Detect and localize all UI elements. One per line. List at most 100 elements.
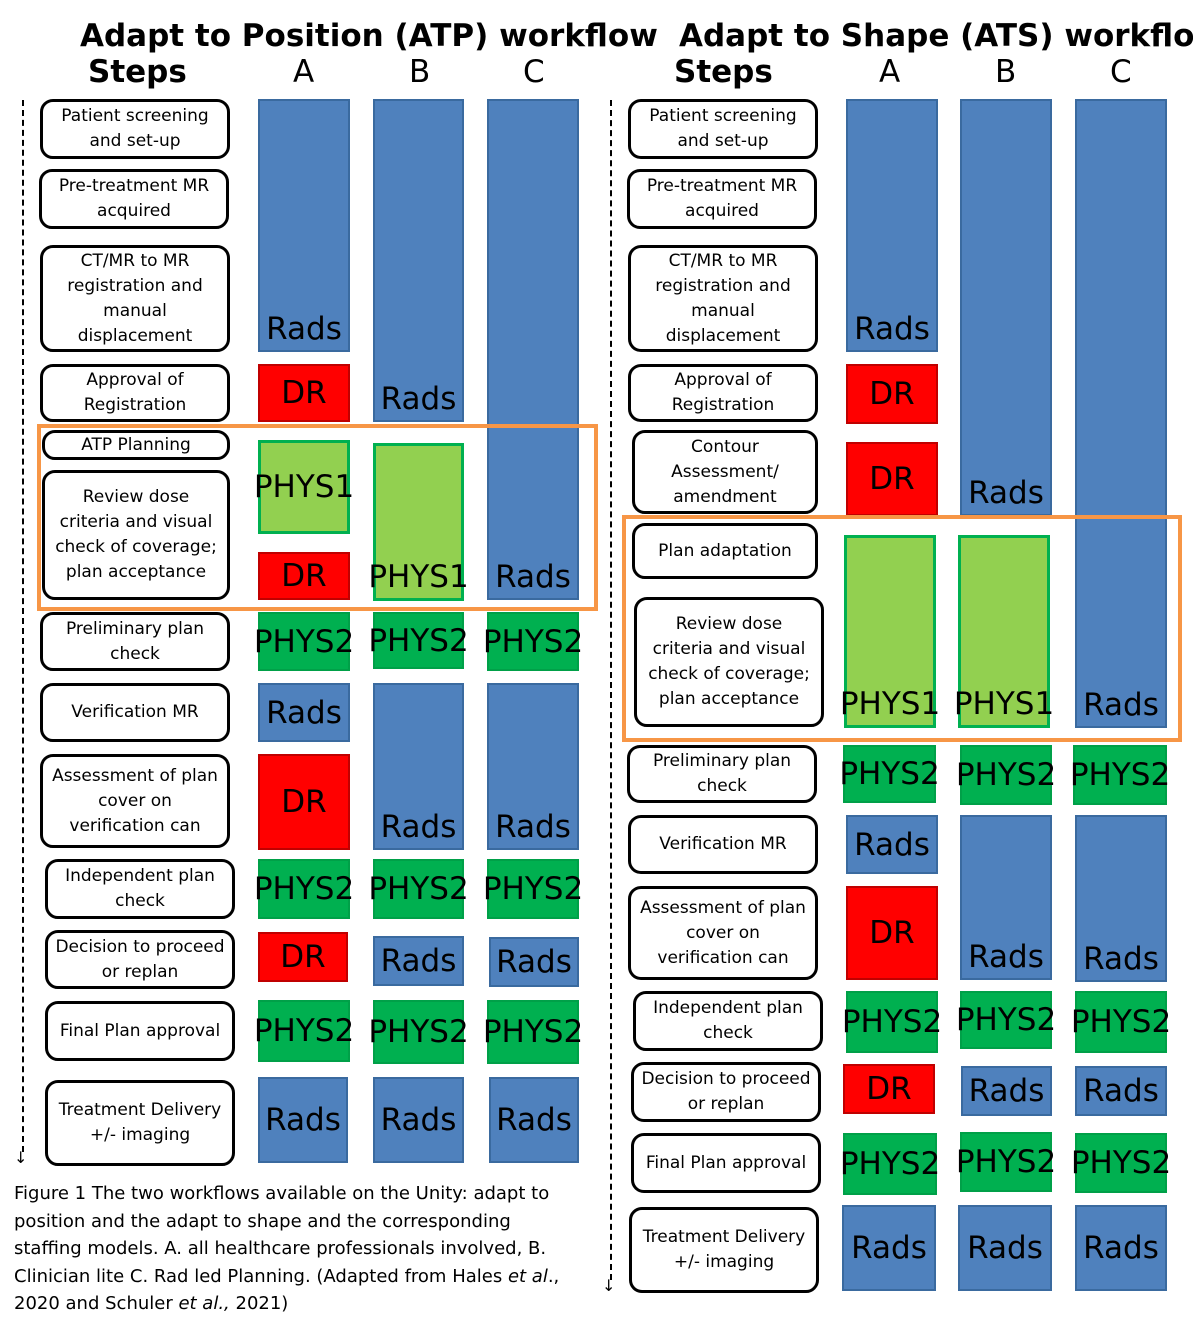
caption-text: Clinician lite C. Rad led Planning. (Ada… [14,1265,508,1287]
ats-step-preliminary-check: Preliminary plan check [627,745,817,803]
figure-caption: Figure 1 The two workflows available on … [14,1180,594,1318]
atp-step-verification-mr: Verification MR [40,683,230,742]
caption-et-al: et al [507,1265,548,1287]
ats-a-phys2-block: PHYS2 [842,991,942,1053]
ats-b-rads-block: Rads [958,1205,1052,1291]
atp-a-rads-block: Rads [258,683,350,742]
atp-a-phys2-block: PHYS2 [254,612,354,671]
atp-b-phys1-block: PHYS1 [368,443,469,601]
ats-step-independent-check: Independent plan check [633,991,823,1051]
caption-line: Clinician lite C. Rad led Planning. (Ada… [14,1263,594,1291]
atp-timeline-arrow [22,100,24,1152]
ats-timeline-arrow [610,100,612,1280]
caption-text: ., [547,1265,560,1287]
ats-step-verification-mr: Verification MR [628,815,818,874]
atp-steps-label: Steps [88,54,187,90]
ats-step-pretreatment-mr: Pre-treatment MR acquired [627,169,817,229]
atp-step-pretreatment-mr: Pre-treatment MR acquired [39,169,229,229]
ats-timeline-arrowhead: ↓ [602,1276,616,1295]
ats-b-phys2-block: PHYS2 [956,745,1056,805]
atp-c-rads-block: Rads [487,99,579,600]
ats-step-assessment-cover: Assessment of plan cover on verification… [628,886,818,980]
caption-line: staffing models. A. all healthcare profe… [14,1238,547,1259]
atp-c-phys2-block: PHYS2 [483,612,583,671]
ats-c-phys2-block: PHYS2 [1070,745,1170,805]
atp-col-b-header: B [409,54,431,90]
atp-step-registration: CT/MR to MR registration and manual disp… [40,245,230,352]
ats-step-registration: CT/MR to MR registration and manual disp… [628,245,818,352]
atp-a-dr-block: DR [258,552,350,600]
atp-step-atp-planning: ATP Planning [42,430,230,460]
ats-step-contour-assessment: Contour Assessment/ amendment [632,430,818,514]
atp-c-rads-block: Rads [489,1077,579,1163]
ats-b-phys2-block: PHYS2 [956,1132,1056,1192]
atp-a-rads-block: Rads [258,99,350,352]
ats-b-rads-block: Rads [960,815,1052,980]
atp-col-c-header: C [523,54,545,90]
ats-step-decision: Decision to proceed or replan [631,1062,821,1122]
atp-step-review-dose: Review dose criteria and visual check of… [42,470,230,600]
ats-a-phys2-block: PHYS2 [839,745,940,803]
ats-a-rads-block: Rads [846,99,938,352]
caption-text: 2021) [229,1293,289,1314]
atp-a-dr-block: DR [258,932,348,982]
ats-a-rads-block: Rads [846,815,938,874]
ats-c-rads-block: Rads [1075,99,1167,728]
atp-a-rads-block: Rads [258,1077,348,1163]
ats-planning-highlight [622,515,1182,742]
atp-b-rads-block: Rads [373,1077,464,1163]
ats-step-plan-adaptation: Plan adaptation [632,523,818,579]
atp-step-patient-screening: Patient screening and set-up [40,99,230,159]
atp-c-rads-block: Rads [487,683,579,850]
atp-b-rads-block: Rads [373,936,464,986]
ats-a-dr-block: DR [843,1064,935,1114]
atp-a-dr-block: DR [258,754,350,850]
atp-a-dr-block: DR [258,364,350,422]
ats-col-b-header: B [995,54,1017,90]
atp-a-phys2-block: PHYS2 [254,859,354,919]
atp-a-phys2-block: PHYS2 [254,1000,354,1062]
caption-line: position and the adapt to shape and the … [14,1210,511,1232]
atp-step-decision: Decision to proceed or replan [45,930,235,989]
atp-b-phys2-block: PHYS2 [368,1000,469,1064]
ats-c-rads-block: Rads [1075,815,1167,982]
atp-b-rads-block: Rads [373,99,464,422]
atp-b-phys2-block: PHYS2 [368,612,469,669]
atp-step-final-approval: Final Plan approval [45,1001,235,1061]
atp-c-rads-block: Rads [489,937,579,987]
ats-c-rads-block: Rads [1075,1066,1167,1116]
ats-a-rads-block: Rads [842,1205,936,1291]
atp-b-phys2-block: PHYS2 [368,859,469,919]
ats-col-c-header: C [1110,54,1132,90]
atp-c-phys2-block: PHYS2 [483,1000,583,1064]
ats-col-a-header: A [879,54,901,90]
caption-et-al: et al., [178,1293,230,1314]
ats-b-rads-block: Rads [961,1066,1052,1116]
ats-b-phys2-block: PHYS2 [956,991,1056,1049]
atp-step-preliminary-check: Preliminary plan check [40,612,230,671]
ats-a-phys1-block: PHYS1 [840,535,940,728]
atp-title: Adapt to Position (ATP) workflow [80,18,658,54]
ats-c-rads-block: Rads [1075,1205,1167,1291]
atp-b-rads-block: Rads [373,683,464,850]
ats-step-final-approval: Final Plan approval [631,1133,821,1193]
caption-line: 2020 and Schuler et al., 2021) [14,1290,594,1318]
caption-line: Figure 1 The two workflows available on … [14,1183,550,1204]
atp-step-treatment-delivery: Treatment Delivery +/- imaging [45,1080,235,1166]
atp-step-assessment-cover: Assessment of plan cover on verification… [40,754,230,848]
ats-a-phys2-block: PHYS2 [840,1133,940,1195]
atp-step-independent-check: Independent plan check [45,859,235,919]
ats-b-rads-block: Rads [960,99,1052,516]
atp-c-phys2-block: PHYS2 [483,859,583,919]
ats-step-patient-screening: Patient screening and set-up [628,99,818,159]
atp-step-approval-registration: Approval of Registration [40,364,230,422]
atp-timeline-arrowhead: ↓ [14,1148,28,1167]
ats-step-treatment-delivery: Treatment Delivery +/- imaging [629,1207,819,1293]
ats-steps-label: Steps [674,54,773,90]
ats-a-dr-block: DR [846,886,938,980]
ats-a-dr-block: DR [846,364,938,424]
caption-text: 2020 and Schuler [14,1293,179,1314]
ats-step-review-dose: Review dose criteria and visual check of… [634,597,824,727]
ats-step-approval-registration: Approval of Registration [628,364,818,422]
ats-c-phys2-block: PHYS2 [1071,1133,1171,1193]
